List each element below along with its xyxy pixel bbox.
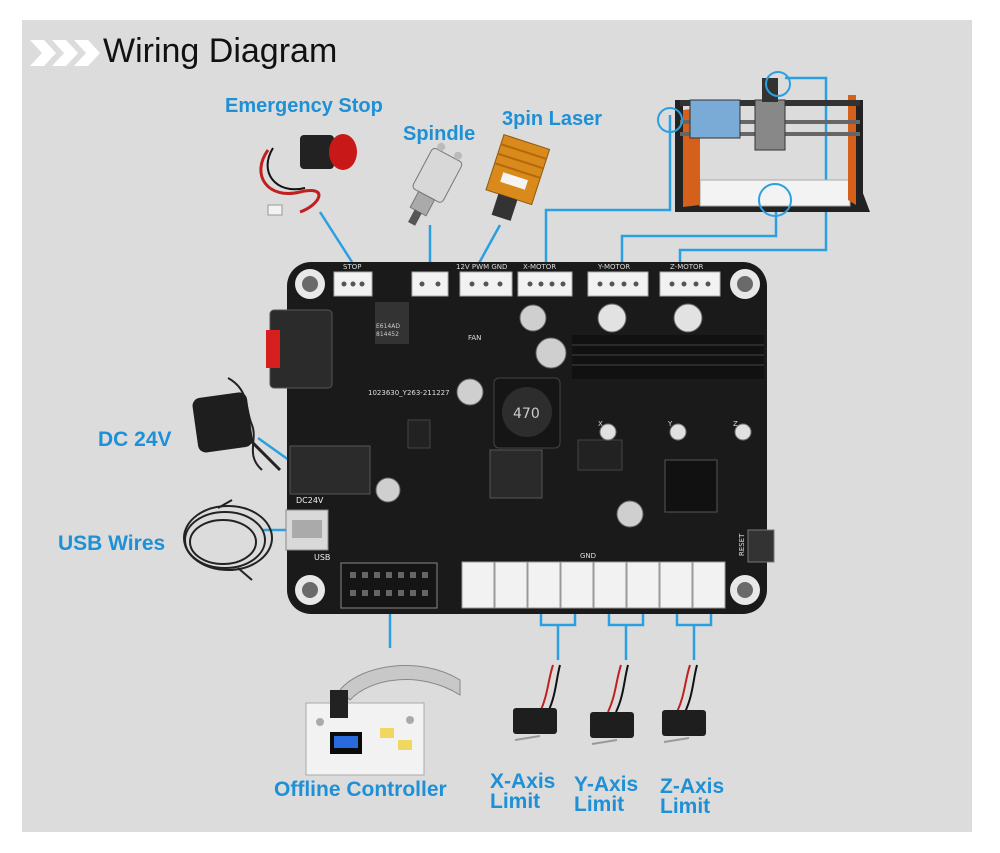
limit-switch-icon bbox=[662, 664, 706, 743]
spindle-connector bbox=[411, 271, 449, 297]
y-pot-label: Y bbox=[667, 420, 673, 428]
x-limit-label-1: X-Axis bbox=[490, 770, 556, 793]
laser-pin-label: 12V PWM GND bbox=[456, 263, 507, 271]
laser-label: 3pin Laser bbox=[502, 108, 603, 130]
chip-label-2: 814452 bbox=[376, 331, 399, 338]
inductor-label: 470 bbox=[513, 406, 540, 422]
page-title: Wiring Diagram bbox=[103, 32, 338, 70]
power-adapter-icon bbox=[192, 377, 282, 472]
fan-label: FAN bbox=[468, 334, 481, 342]
gnd-label: GND bbox=[580, 552, 596, 560]
offline-controller-icon bbox=[305, 665, 461, 776]
dc-label: DC 24V bbox=[98, 428, 172, 451]
x-limit-label-2: Limit bbox=[490, 790, 541, 813]
limit-switch-icon bbox=[590, 664, 634, 745]
mounting-hole-icon bbox=[295, 269, 760, 605]
cnc-machine-icon bbox=[657, 71, 870, 217]
x-pot-label: X bbox=[598, 420, 603, 428]
usb-cable-icon bbox=[183, 499, 273, 581]
x-motor-label: X-MOTOR bbox=[523, 263, 556, 271]
capacitor-icon bbox=[375, 303, 703, 528]
spindle-label: Spindle bbox=[403, 123, 476, 145]
board-model-label: 1023630_Y263-211227 bbox=[368, 389, 450, 397]
connection-wires bbox=[257, 76, 828, 660]
reset-button bbox=[747, 529, 775, 563]
emergency-stop-label: Emergency Stop bbox=[225, 95, 383, 117]
potentiometer-icon bbox=[599, 423, 752, 441]
limit-switch-icon bbox=[513, 664, 561, 741]
reset-label: RESET bbox=[738, 533, 746, 556]
z-limit-label-2: Limit bbox=[660, 795, 711, 818]
usb-label: USB Wires bbox=[58, 532, 166, 555]
chevron-icon bbox=[30, 40, 100, 66]
usb-board-label: USB bbox=[314, 553, 330, 562]
mosfet-chip bbox=[489, 449, 543, 499]
chip-label-1: E614AD bbox=[376, 323, 400, 330]
z-pot-label: Z bbox=[733, 420, 738, 428]
y-motor-connector bbox=[587, 271, 649, 297]
dc-jack bbox=[289, 445, 371, 495]
heatsink bbox=[572, 335, 764, 379]
usb-chip bbox=[407, 419, 431, 449]
dc-board-label: DC24V bbox=[296, 496, 324, 505]
spindle-icon bbox=[408, 142, 463, 226]
limit-connectors bbox=[461, 561, 726, 609]
z-limit-label-1: Z-Axis bbox=[660, 775, 725, 798]
laser-module-icon bbox=[485, 133, 551, 221]
driver-chip bbox=[577, 439, 623, 471]
mcu-chip bbox=[664, 459, 718, 513]
emergency-stop-icon bbox=[259, 134, 357, 216]
controller-header bbox=[340, 562, 438, 609]
y-limit-label-2: Limit bbox=[574, 793, 625, 816]
control-board: STOP 12V PWM GND X-MOTOR Y-MOTOR Z-MOTOR… bbox=[266, 262, 775, 614]
stop-pin-label: STOP bbox=[343, 263, 361, 271]
z-motor-label: Z-MOTOR bbox=[670, 263, 704, 271]
y-motor-label: Y-MOTOR bbox=[597, 263, 630, 271]
y-limit-label-1: Y-Axis bbox=[574, 773, 639, 796]
regulator-chip bbox=[375, 302, 409, 344]
offline-controller-label: Offline Controller bbox=[274, 778, 447, 801]
z-motor-connector bbox=[659, 271, 721, 297]
